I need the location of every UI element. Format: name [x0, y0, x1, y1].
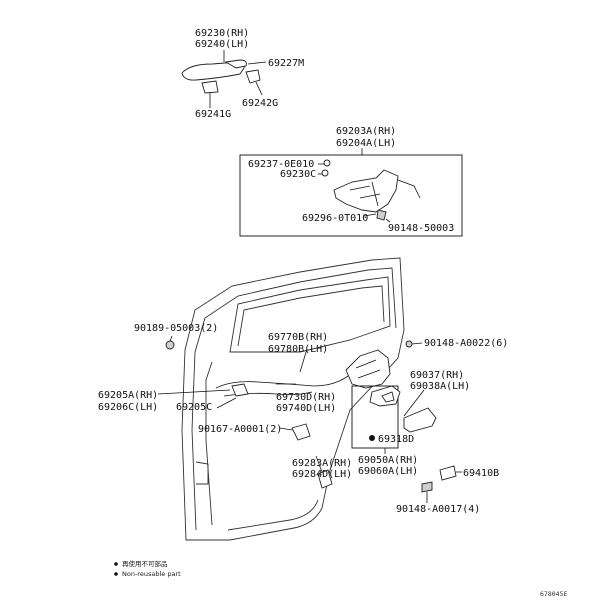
label-69730d: 69730D(RH): [276, 392, 336, 403]
label-90189: 90189-05003(2): [134, 323, 218, 334]
label-69242g: 69242G: [242, 98, 278, 109]
label-69205c: 69205C: [176, 402, 212, 413]
legend-bullet-jp: [114, 562, 118, 566]
label-69284d: 69284D(LH): [292, 469, 352, 480]
label-69038a: 69038A(LH): [410, 381, 470, 392]
handle-bezel-69037[interactable]: [403, 407, 437, 433]
label-69230c: 69230C: [280, 169, 316, 180]
label-90148-50003: 90148-50003: [388, 223, 454, 234]
remote-lock-assembly[interactable]: [345, 349, 391, 389]
outside-handle-group: 69230(RH) 69240(LH) 69227M 69242G 69241G: [181, 28, 304, 120]
label-69206c: 69206C(LH): [98, 402, 158, 413]
door-check-69283a[interactable]: [317, 469, 333, 489]
label-69283a: 69283A(RH): [292, 458, 352, 469]
label-69060a: 69060A(LH): [358, 466, 418, 477]
screw-cover-69410b[interactable]: [439, 465, 457, 481]
label-69205a: 69205A(RH): [98, 390, 158, 401]
inside-handle-lever[interactable]: [381, 391, 395, 403]
legend-text-en: Non-reusable part: [122, 570, 181, 578]
lock-cap[interactable]: [321, 169, 329, 177]
label-69780b: 69780B(LH): [268, 344, 328, 355]
label-69318d: 69318D: [378, 434, 414, 445]
label-69203a: 69203A(RH): [336, 126, 396, 137]
label-69050a: 69050A(RH): [358, 455, 418, 466]
label-69204a: 69204A(LH): [336, 138, 396, 149]
label-69740d: 69740D(LH): [276, 403, 336, 414]
label-69237: 69237-0E010: [248, 159, 314, 170]
figure-code: 678045E: [540, 590, 567, 598]
door-outline: [181, 257, 405, 541]
label-69241g: 69241G: [195, 109, 231, 120]
label-90148-a0017: 90148-A0017(4): [396, 504, 480, 515]
handle-pad-69241g[interactable]: [201, 80, 219, 94]
non-reusable-marker-69318d: [369, 435, 375, 441]
label-69410b: 69410B: [463, 468, 499, 479]
lock-clip[interactable]: [323, 159, 331, 167]
label-90167: 90167-A0001(2): [198, 424, 282, 435]
lock-assembly-box: [239, 154, 463, 237]
lock-assembly-group: 69203A(RH) 69204A(LH) 69237-0E010 69230C…: [239, 126, 463, 237]
lock-rod[interactable]: [397, 179, 421, 199]
outside-handle[interactable]: [181, 61, 245, 81]
label-69296: 69296-0T010: [302, 213, 368, 224]
lock-bolt[interactable]: [376, 209, 387, 221]
label-90148-a0022: 90148-A0022(6): [424, 338, 508, 349]
label-69240: 69240(LH): [195, 39, 249, 50]
right-parts-group: [279, 385, 462, 503]
label-69230: 69230(RH): [195, 28, 249, 39]
legend-text-jp: 再使用不可部品: [122, 559, 168, 568]
handle-cap[interactable]: [224, 59, 247, 69]
label-69227m: 69227M: [268, 58, 304, 69]
bracket-90167[interactable]: [291, 423, 311, 441]
legend: 再使用不可部品 Non-reusable part: [114, 559, 181, 578]
inside-handle-bracket[interactable]: [231, 383, 249, 397]
screw-90148-a0017[interactable]: [421, 481, 433, 493]
legend-bullet-en: [114, 572, 118, 576]
handle-pad-69242g[interactable]: [245, 69, 261, 84]
clip-90189[interactable]: [165, 340, 175, 350]
door-lock-assembly[interactable]: [333, 169, 399, 213]
label-69037: 69037(RH): [410, 370, 464, 381]
label-69770b: 69770B(RH): [268, 332, 328, 343]
screw-90148-a0022[interactable]: [405, 340, 413, 348]
inside-handle-box: [351, 385, 399, 449]
